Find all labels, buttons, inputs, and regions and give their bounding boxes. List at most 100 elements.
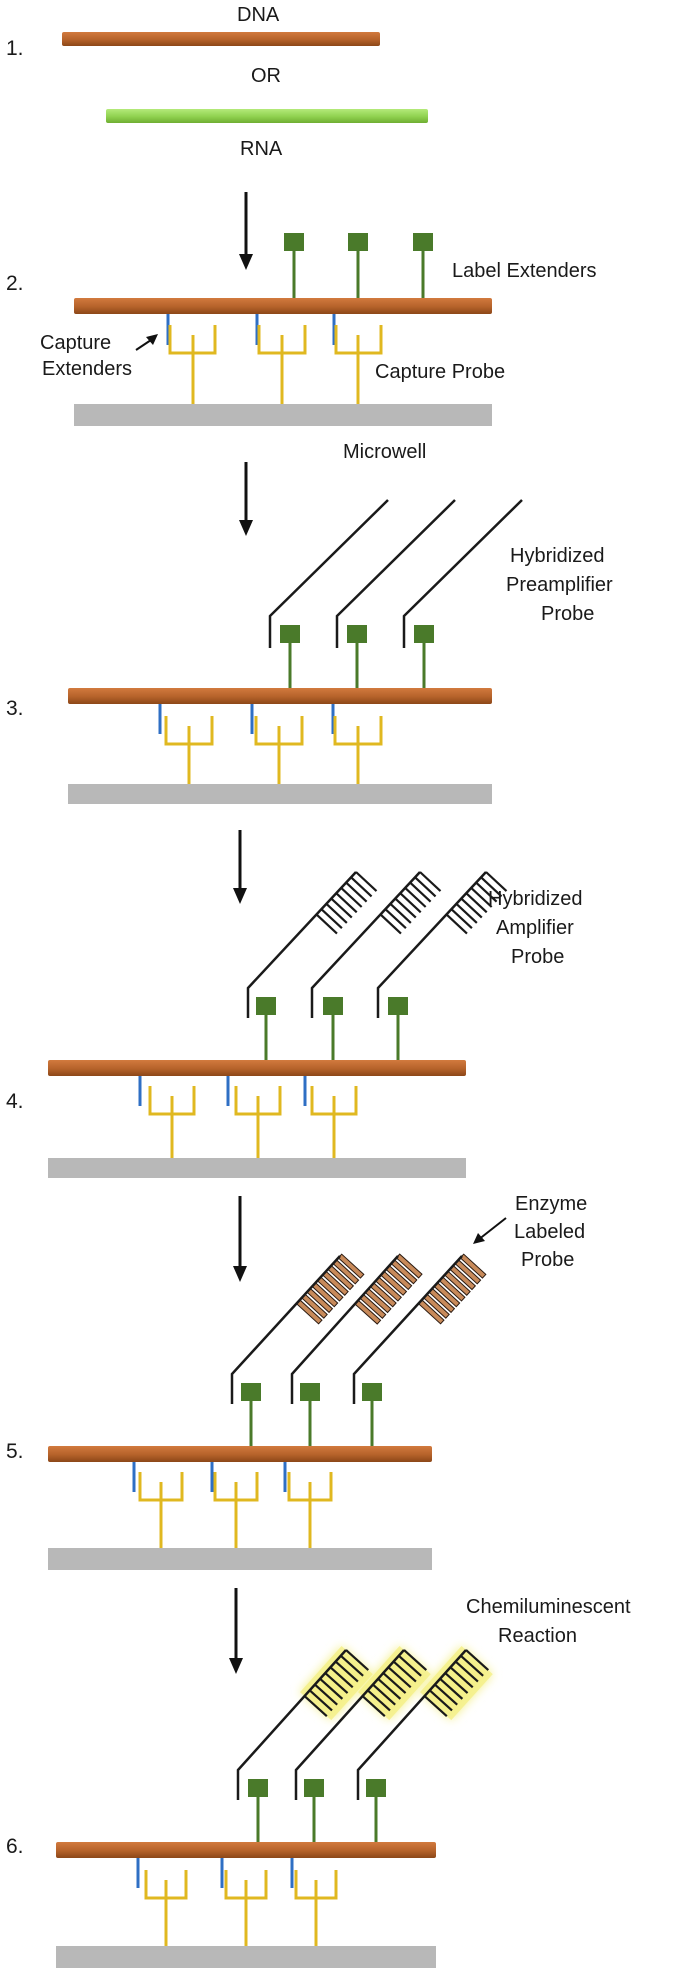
chemiluminescent-probe [294, 1645, 431, 1800]
chemiluminescent-probe [356, 1645, 493, 1800]
step-5: 5. Enzyme Labeled Probe [6, 1193, 587, 1570]
dna-strand [56, 1842, 436, 1858]
probe-tooth [372, 1683, 396, 1706]
probe-tooth [455, 903, 478, 924]
step-arrow [229, 1588, 243, 1674]
step-arrow [239, 192, 253, 270]
probe-tooth [366, 1689, 391, 1712]
capture-probe [257, 325, 307, 404]
probe-tooth [319, 1677, 344, 1700]
microwell [68, 784, 492, 804]
probe-tooth [377, 1677, 402, 1700]
probe-tooth [394, 897, 417, 919]
label-extenders-label: Label Extenders [452, 260, 597, 282]
probe-tooth [387, 1666, 412, 1689]
probe-tooth [334, 1660, 359, 1683]
probe-tooth [439, 1677, 464, 1700]
probe-tooth [445, 913, 468, 935]
or-label: OR [251, 65, 281, 87]
probe-tooth [308, 1689, 333, 1712]
chemiluminescent-label-line2: Reaction [498, 1625, 577, 1647]
label-extender [366, 1779, 386, 1842]
probe-backbone [246, 871, 357, 1018]
dna-strand [74, 298, 492, 314]
probe-tooth [384, 908, 407, 930]
probe-tooth [324, 1672, 349, 1694]
label-extender [347, 625, 367, 688]
probe-tooth [404, 887, 427, 908]
dna-strand [48, 1446, 432, 1462]
capture-probe [138, 1472, 184, 1548]
probe-tooth [428, 1689, 453, 1712]
probe-backbone [294, 1649, 405, 1800]
label-extender [323, 997, 343, 1060]
probe-tooth [485, 871, 508, 892]
capture-probe [234, 1086, 282, 1158]
amplifier-probe [246, 871, 378, 1018]
dna-strand [48, 1060, 466, 1076]
microwell-label: Microwell [343, 441, 426, 463]
step-number: 6. [6, 1835, 24, 1858]
preamplifier-label-line2: Preamplifier [506, 574, 613, 596]
dna-label: DNA [237, 4, 280, 26]
capture-extenders-label-line2: Extenders [42, 358, 132, 380]
amplifier-label-line2: Amplifier [496, 917, 574, 939]
dna-strand [68, 688, 492, 704]
probe-tooth [303, 1695, 328, 1717]
probe-tooth [345, 881, 368, 903]
step-number: 5. [6, 1440, 24, 1463]
probe-backbone [352, 1255, 463, 1404]
enzyme-label-line2: Labeled [514, 1221, 585, 1243]
preamplifier-probe [402, 499, 523, 648]
step-1: 1. DNA OR RNA [6, 4, 428, 160]
preamplifier-probe [268, 499, 389, 648]
probe-tooth [419, 871, 442, 892]
probe-backbone [236, 1649, 347, 1800]
chemiluminescent-label-line1: Chemiluminescent [466, 1596, 631, 1618]
probe-tooth [480, 876, 503, 898]
capture-probe [164, 716, 214, 784]
probe-tooth [392, 1660, 417, 1683]
probe-tooth [398, 1654, 422, 1677]
pointer-arrow [135, 334, 158, 351]
microwell [48, 1158, 466, 1178]
probe-tooth [314, 1683, 338, 1706]
label-extender [300, 1383, 320, 1446]
probe-tooth [340, 887, 363, 908]
amplifier-probes [246, 871, 508, 1018]
probe-tooth [382, 1672, 407, 1694]
step-arrow [233, 830, 247, 904]
label-extender [362, 1383, 382, 1446]
probe-tooth [450, 908, 473, 930]
probe-tooth [423, 1695, 448, 1717]
rna-strand [106, 109, 428, 123]
step-3: 3. Hybridized Preamplifier Probe [6, 499, 613, 804]
microwell [56, 1946, 436, 1968]
probe-tooth [345, 1649, 370, 1671]
step-4: 4. Hybridized Amplifier Probe [6, 871, 582, 1178]
enzyme-tooth [395, 1253, 423, 1279]
capture-probe [310, 1086, 358, 1158]
step-6: 6. Chemiluminescent Reaction [6, 1596, 631, 1968]
probe-backbone [290, 1255, 399, 1404]
capture-probe [224, 1870, 268, 1946]
enzyme-labeled-probe [230, 1253, 365, 1404]
microwell [48, 1548, 432, 1570]
capture-probe-label: Capture Probe [375, 361, 505, 383]
step-2: 2. Label Extenders Capture Extenders [6, 233, 597, 463]
step-number: 1. [6, 37, 24, 60]
label-extender [284, 233, 304, 298]
probe-tooth [350, 876, 373, 898]
amplifier-probe [310, 871, 442, 1018]
dna-strand [62, 32, 380, 46]
capture-probe [254, 716, 304, 784]
probe-backbone [310, 871, 421, 1018]
probe-tooth [460, 897, 483, 919]
capture-probe [333, 716, 383, 784]
probe-backbone [230, 1255, 341, 1404]
probe-tooth [325, 903, 348, 924]
probe-tooth [361, 1695, 386, 1717]
probe-tooth [315, 913, 338, 935]
preamplifier-label-line3: Probe [541, 603, 594, 625]
